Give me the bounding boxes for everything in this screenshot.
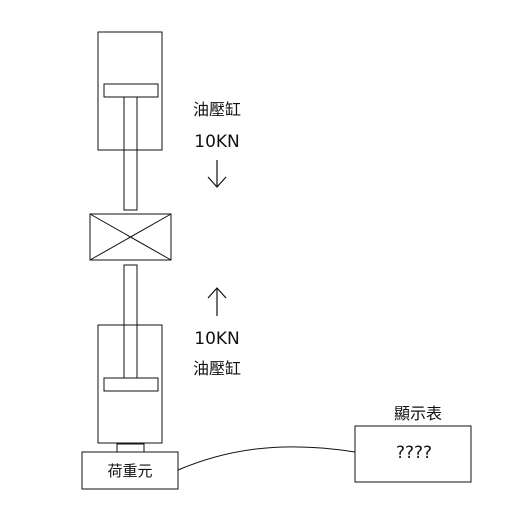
- load-cell-box: [81, 451, 179, 490]
- display-title: 顯示表: [394, 404, 442, 423]
- top-cylinder-label: 油壓缸: [193, 100, 241, 119]
- load-cell: [81, 443, 179, 490]
- up-arrow-icon: [207, 287, 227, 316]
- top-cylinder-piston: [103, 83, 159, 98]
- specimen: [89, 213, 172, 261]
- bottom-cylinder-body: [97, 324, 163, 444]
- display-box: [354, 425, 472, 483]
- top-force-label: 10KN: [194, 132, 240, 152]
- bottom-cylinder-label: 油壓缸: [193, 359, 241, 378]
- bottom-cylinder: [97, 264, 163, 444]
- down-arrow-icon: [207, 160, 227, 188]
- specimen-cross-2: [89, 213, 172, 261]
- bottom-cylinder-rod: [123, 264, 138, 379]
- load-cell-stem: [116, 443, 145, 453]
- top-cylinder-body: [97, 31, 163, 151]
- bottom-cylinder-piston: [103, 377, 159, 392]
- specimen-box: [89, 213, 172, 261]
- top-cylinder: [97, 31, 163, 211]
- load-cell-label: 荷重元: [107, 462, 152, 480]
- top-cylinder-rod: [123, 96, 138, 211]
- display-reading: ????: [396, 443, 432, 463]
- signal-cable: [177, 446, 356, 471]
- bottom-force-label: 10KN: [194, 329, 240, 349]
